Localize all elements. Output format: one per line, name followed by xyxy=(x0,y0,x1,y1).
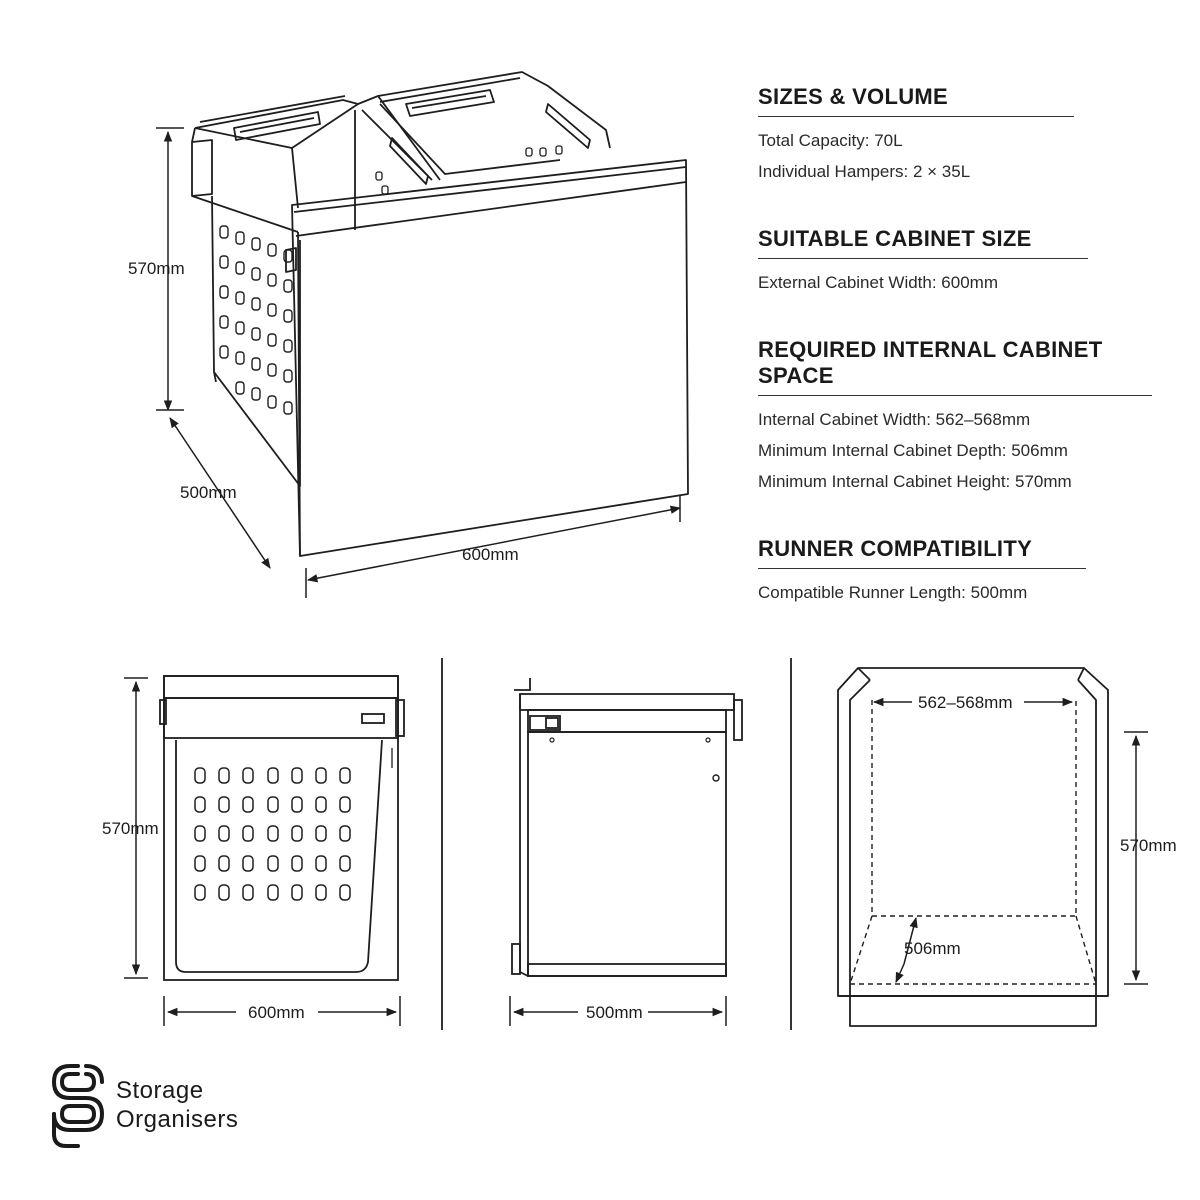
iso-depth-label: 500mm xyxy=(180,483,237,502)
brand-line-2: Organisers xyxy=(116,1106,239,1133)
section-internal: REQUIRED INTERNAL CABINET SPACE Internal… xyxy=(758,337,1158,492)
section-cabinet: SUITABLE CABINET SIZE External Cabinet W… xyxy=(758,226,1158,293)
brand-mark-icon xyxy=(51,1064,105,1148)
cabinet-width-label: 562–568mm xyxy=(918,693,1013,712)
isometric-view xyxy=(191,71,689,557)
brand-name: Storage Organisers xyxy=(116,1076,238,1134)
cabinet-depth-label: 506mm xyxy=(904,939,961,958)
section-title: SIZES & VOLUME xyxy=(758,84,1074,117)
brand-line-1: Storage xyxy=(116,1077,204,1104)
spec-line: Minimum Internal Cabinet Height: 570mm xyxy=(758,472,1072,491)
spec-line: Compatible Runner Length: 500mm xyxy=(758,583,1028,602)
cabinet-view xyxy=(837,667,1109,1027)
iso-width-label: 600mm xyxy=(462,545,519,564)
side-depth-label: 500mm xyxy=(586,1003,643,1022)
side-view xyxy=(511,678,743,977)
iso-dimension-lines xyxy=(156,127,682,598)
brand-logo: Storage Organisers xyxy=(48,1060,308,1150)
spec-line: Individual Hampers: 2 × 35L xyxy=(758,162,971,181)
spec-line: Internal Cabinet Width: 562–568mm xyxy=(758,410,1031,429)
spec-line: Total Capacity: 70L xyxy=(758,131,903,150)
section-title: SUITABLE CABINET SIZE xyxy=(758,226,1088,259)
side-dimension-lines xyxy=(509,996,727,1026)
front-width-label: 600mm xyxy=(248,1003,305,1022)
specs-panel: SIZES & VOLUME Total Capacity: 70L Indiv… xyxy=(758,84,1158,603)
front-dimension-lines xyxy=(124,677,401,1026)
cabinet-dimension-lines xyxy=(872,697,1148,985)
section-sizes: SIZES & VOLUME Total Capacity: 70L Indiv… xyxy=(758,84,1158,182)
section-runner: RUNNER COMPATIBILITY Compatible Runner L… xyxy=(758,536,1158,603)
spec-line: External Cabinet Width: 600mm xyxy=(758,273,998,292)
front-view xyxy=(159,675,405,981)
section-title: RUNNER COMPATIBILITY xyxy=(758,536,1086,569)
section-title: REQUIRED INTERNAL CABINET SPACE xyxy=(758,337,1152,396)
spec-line: Minimum Internal Cabinet Depth: 506mm xyxy=(758,441,1068,460)
cabinet-internal-dashed xyxy=(849,700,1097,985)
cabinet-height-label: 570mm xyxy=(1120,836,1177,855)
iso-height-label: 570mm xyxy=(128,259,185,278)
front-height-label: 570mm xyxy=(102,819,159,838)
